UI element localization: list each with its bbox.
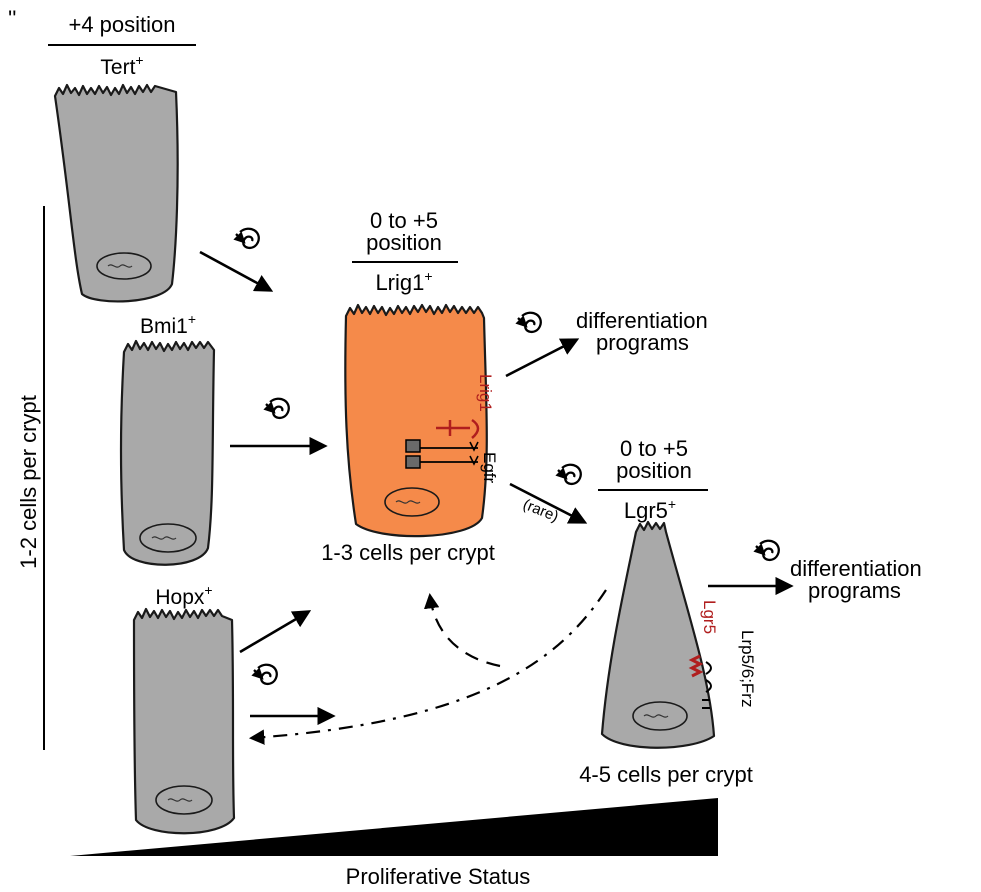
tert-marker-label: Tert+ — [100, 52, 143, 79]
egfr-receptor-label: Egfr — [480, 452, 499, 484]
lrig1-receptor-label: Lrig1 — [476, 374, 495, 412]
lgr5-to-lrig1-dashed-arrow — [430, 596, 500, 666]
tert-cell-body — [55, 85, 178, 301]
lrig1-cell-body — [345, 305, 486, 536]
lrig1-outcome-arrow — [506, 340, 576, 376]
hopx-cell: Hopx+ — [134, 582, 234, 833]
lgr5-cell-body — [602, 522, 714, 748]
bmi1-cell: Bmi1+ — [121, 311, 214, 565]
hopx-marker-label: Hopx+ — [155, 582, 212, 609]
tert-to-lrig1-arrow — [200, 252, 270, 290]
lgr5-header-line2: position — [616, 458, 692, 483]
lgr5-count: 4-5 cells per crypt — [579, 762, 753, 787]
lrig1-header-line2: position — [366, 230, 442, 255]
proliferative-status-label: Proliferative Status — [346, 864, 531, 889]
lrig1-count: 1-3 cells per crypt — [321, 540, 495, 565]
lgr5-outcome-line2: programs — [808, 578, 901, 603]
panel-mark: '' — [8, 6, 16, 31]
bmi1-marker-label: Bmi1+ — [140, 311, 196, 338]
lgr5-marker-label: Lgr5+ — [624, 496, 676, 523]
lrig1-marker-label: Lrig1+ — [375, 268, 432, 295]
hopx-to-lrig1-arrow — [240, 612, 308, 652]
bmi1-cell-body — [121, 341, 214, 565]
lgr5-receptor-label: Lgr5 — [700, 600, 719, 634]
lgr5-cell: 0 to +5 position Lgr5+ Lgr5 Lrp5/6;Frz 4… — [558, 436, 757, 787]
lrp-frz-receptor-label: Lrp5/6;Frz — [738, 630, 757, 707]
tert-header: +4 position — [68, 12, 175, 37]
lrig1-outcome-line2: programs — [596, 330, 689, 355]
tert-cell: +4 position Tert+ — [48, 12, 196, 301]
lrig1-cell: 0 to +5 position Lrig1+ Lrig1 Egfr 1-3 c… — [321, 208, 499, 565]
left-bracket-label: 1-2 cells per crypt — [16, 395, 41, 569]
